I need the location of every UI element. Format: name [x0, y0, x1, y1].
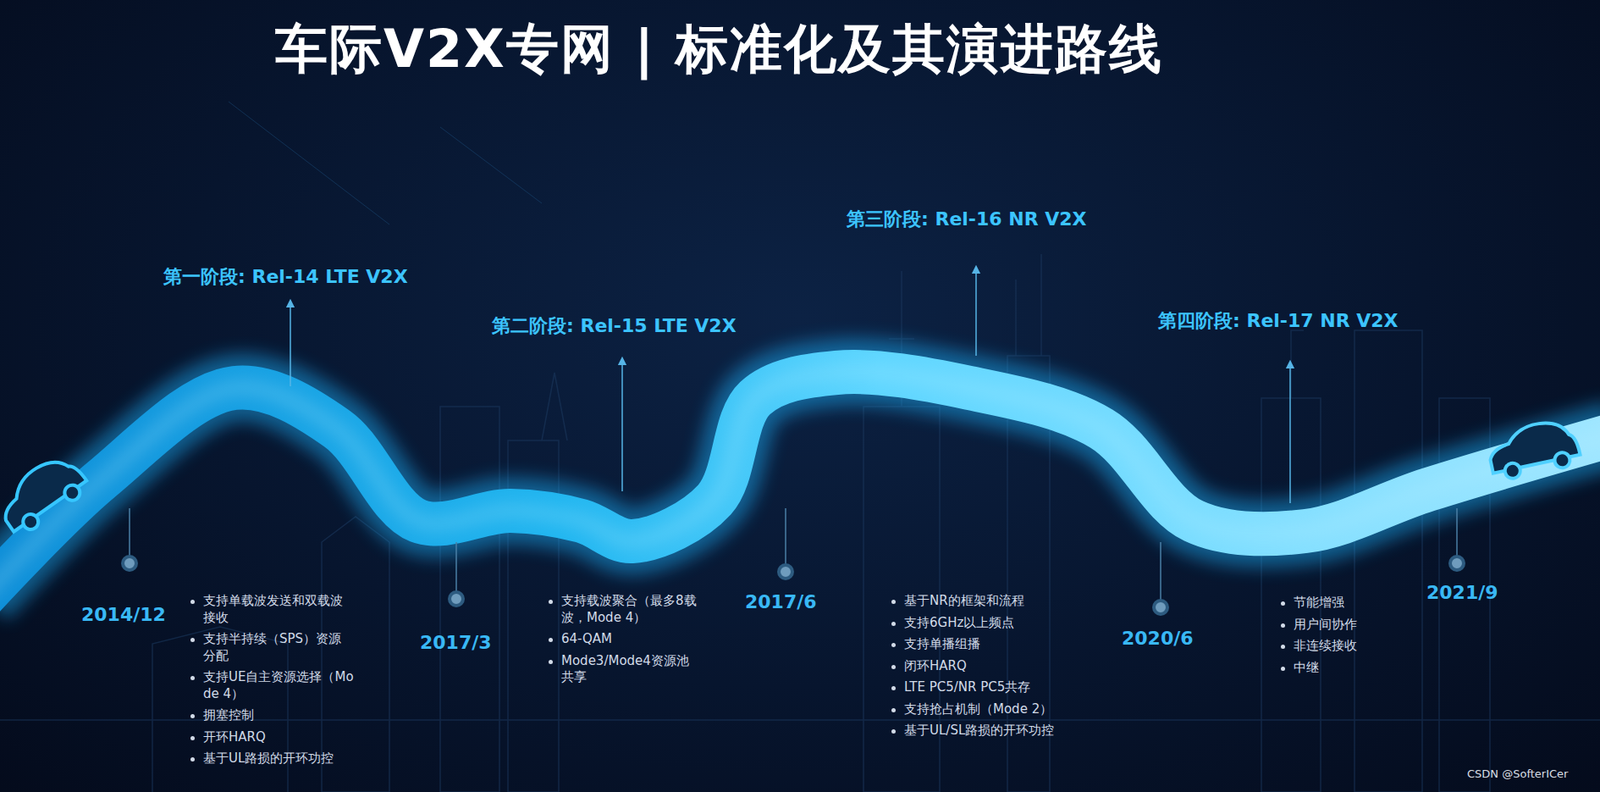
feature-list: 基于NR的框架和流程支持6GHz以上频点支持单播组播闭环HARQ LTE PC5/…: [888, 592, 1109, 740]
feature-item: Mode3/Mode4资源池共享: [546, 652, 699, 686]
ribbon-layer: [0, 371, 1600, 597]
phase-label: 第四阶段: Rel-17 NR V2X: [1158, 308, 1399, 334]
feature-item: 支持抢占机制（Mode 2）: [888, 700, 1109, 718]
antenna: [1015, 253, 1042, 356]
phase-label: 第三阶段: Rel-16 NR V2X: [846, 206, 1087, 232]
phase-arrows: [290, 269, 1291, 503]
feature-list: 节能增强用户间协作非连续接收中继: [1278, 594, 1431, 676]
car-wheel: [20, 511, 42, 533]
feature-item: 支持半持续（SPS）资源分配: [187, 630, 354, 664]
date-dot: [122, 556, 137, 570]
feature-item: 64-QAM: [546, 630, 699, 648]
streak: [228, 101, 390, 225]
watermark: CSDN @SofterICer: [1467, 766, 1568, 780]
date-label: 2014/12: [81, 603, 166, 625]
feature-item: 支持载波聚合（最多8载波，Mode 4）: [546, 592, 699, 626]
light-streaks: [228, 101, 542, 225]
feature-item: 支持UE自主资源选择（Mode 4）: [187, 668, 354, 702]
phase-label: 第一阶段: Rel-14 LTE V2X: [163, 264, 409, 290]
date-label: 2017/6: [744, 590, 817, 613]
feature-item: 支持单载波发送和双载波接收: [187, 592, 354, 626]
streak: [440, 126, 542, 204]
spire: [541, 372, 568, 441]
feature-item: 开环HARQ: [187, 728, 354, 746]
phase-label: 第二阶段: Rel-15 LTE V2X: [491, 313, 737, 339]
date-label: 2017/3: [419, 631, 492, 653]
date-leader: [1159, 541, 1162, 600]
car-wheel: [1553, 451, 1572, 469]
date-leader: [128, 507, 131, 556]
phase-arrow: [1289, 364, 1292, 503]
feature-list: 支持载波聚合（最多8载波，Mode 4） 64-QAM Mode3/Mode4资源池…: [546, 592, 699, 686]
building: [1354, 330, 1423, 792]
phase-arrow: [621, 360, 624, 492]
feature-list: 支持单载波发送和双载波接收支持半持续（SPS）资源分配支持UE自主资源选择（Mo…: [187, 592, 354, 767]
date-leader: [455, 541, 458, 591]
date-leader: [784, 507, 787, 564]
date-leaders: [129, 507, 1457, 600]
feature-item: 拥塞控制: [187, 706, 354, 724]
feature-item: 非连续接收: [1278, 637, 1431, 655]
phase-arrow: [975, 269, 977, 356]
car-wheel: [61, 481, 83, 503]
building: [440, 406, 500, 792]
date-label: 2021/9: [1426, 581, 1499, 603]
feature-item: 中继: [1278, 659, 1431, 677]
date-leader: [1456, 507, 1458, 556]
date-dot: [1153, 600, 1168, 614]
date-dot: [778, 564, 793, 579]
date-dot: [1450, 556, 1464, 570]
feature-item: 用户间协作: [1278, 616, 1431, 634]
title: 车际V2X专网 | 标准化及其演进路线: [275, 13, 1164, 85]
feature-item: 节能增强: [1278, 594, 1431, 612]
car-body: [1484, 416, 1580, 474]
feature-item: 支持6GHz以上频点: [888, 614, 1109, 632]
date-dot: [449, 591, 464, 606]
date-label: 2020/6: [1121, 627, 1194, 649]
car-wheel: [1503, 461, 1522, 480]
feature-item: 闭环HARQ: [888, 657, 1109, 675]
ribbon-glow: [0, 371, 1600, 597]
car-left: [0, 448, 93, 540]
car-right: [1484, 416, 1583, 483]
feature-item: 支持单播组播: [888, 635, 1109, 653]
feature-item: LTE PC5/NR PC5共存: [888, 678, 1109, 696]
ribbon: [0, 371, 1600, 597]
phase-arrow: [289, 303, 292, 387]
feature-item: 基于UL路损的开环功控: [187, 750, 354, 767]
clock-tower: [1291, 330, 1304, 398]
car-body: [0, 448, 87, 532]
feature-item: 基于NR的框架和流程: [888, 592, 1109, 610]
feature-item: 基于UL/SL路损的开环功控: [888, 722, 1109, 740]
ribbon-core: [0, 371, 1600, 597]
